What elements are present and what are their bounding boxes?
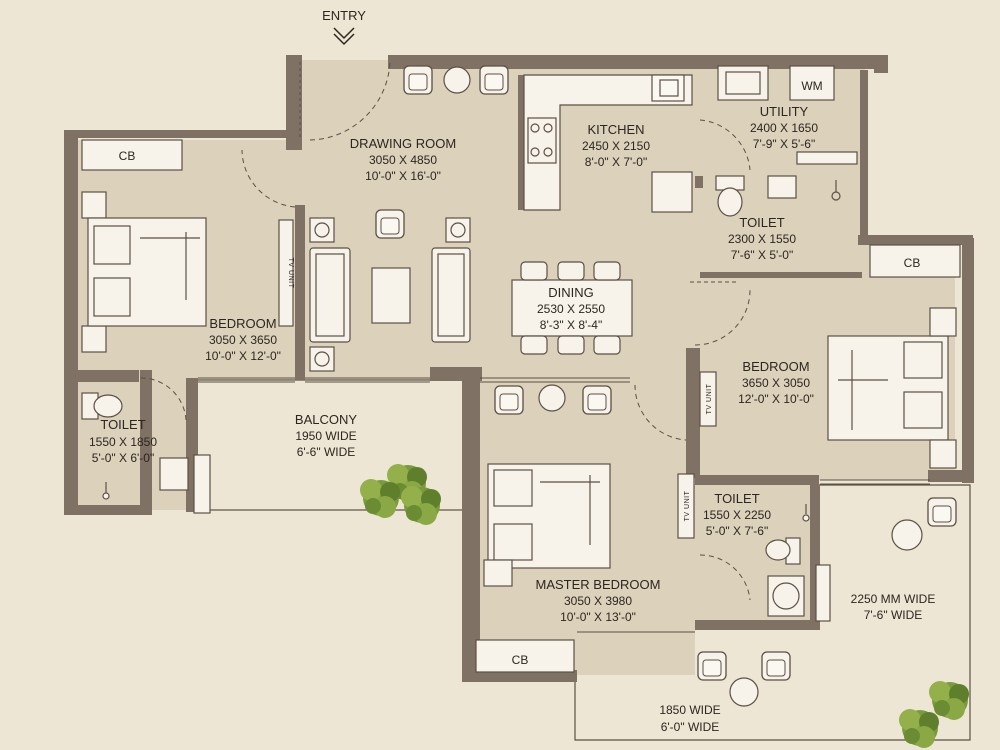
kitchen-name: KITCHEN xyxy=(587,122,644,137)
kitchen-dim-mm: 2450 X 2150 xyxy=(582,139,650,153)
toilet-upper-name: TOILET xyxy=(739,215,784,230)
balcony-right-dim-ft: 7'-6" WIDE xyxy=(864,608,923,622)
tv-unit-drawing: TV UNIT xyxy=(287,258,294,289)
master-bedroom-dim-mm: 3050 X 3980 xyxy=(564,594,632,608)
bedroom-left-dim-ft: 10'-0" X 12'-0" xyxy=(205,349,281,363)
bedroom-right-name: BEDROOM xyxy=(742,359,809,374)
kitchen-dim-ft: 8'-0" X 7'-0" xyxy=(585,155,647,169)
bedroom-right-dim-mm: 3650 X 3050 xyxy=(742,376,810,390)
window-lines xyxy=(198,62,930,633)
tv-unit-bedroom-right: TV UNIT xyxy=(706,383,713,414)
toilet-master-dim-mm: 1550 X 2250 xyxy=(703,508,771,522)
washing-machine-label: WM xyxy=(801,79,822,93)
master-bedroom-dim-ft: 10'-0" X 13'-0" xyxy=(560,610,636,624)
balcony-right-dim-mm: 2250 MM WIDE xyxy=(851,592,936,606)
utility-fixtures xyxy=(717,65,858,165)
toilet-master-dim-ft: 5'-0" X 7'-6" xyxy=(706,524,768,538)
balcony-bottom-dim-mm: 1850 WIDE xyxy=(659,703,720,717)
kitchen-counter xyxy=(523,74,693,213)
bedroom-left-name: BEDROOM xyxy=(209,316,276,331)
cb-label-right: CB xyxy=(904,256,921,270)
master-bedroom-furniture xyxy=(475,384,695,673)
door-swings xyxy=(139,61,751,601)
dining-name: DINING xyxy=(548,285,594,300)
drawing-room-dim-mm: 3050 X 4850 xyxy=(369,153,437,167)
toilet-left-name: TOILET xyxy=(100,417,145,432)
labels: ENTRY DRAWING ROOM 3050 X 4850 10'-0" X … xyxy=(89,8,935,734)
toilet-master-name: TOILET xyxy=(714,491,759,506)
toilet-left-dim-mm: 1550 X 1850 xyxy=(89,435,157,449)
plant-icon xyxy=(401,486,441,525)
balcony-furniture xyxy=(697,497,957,707)
plant-icon xyxy=(899,709,939,748)
dining-dim-mm: 2530 X 2550 xyxy=(537,302,605,316)
utility-dim-ft: 7'-9" X 5'-6" xyxy=(753,137,815,151)
master-bedroom-name: MASTER BEDROOM xyxy=(536,577,661,592)
balcony-left-dim-mm: 1950 WIDE xyxy=(295,429,356,443)
utility-name: UTILITY xyxy=(760,104,809,119)
drawing-room-furniture xyxy=(278,65,509,372)
balcony-left-name: BALCONY xyxy=(295,412,357,427)
bedroom-left-dim-mm: 3050 X 3650 xyxy=(209,333,277,347)
entry-label: ENTRY xyxy=(322,8,366,23)
cb-label-master: CB xyxy=(512,653,529,667)
toilet-upper-dim-mm: 2300 X 1550 xyxy=(728,232,796,246)
drawing-room-dim-ft: 10'-0" X 16'-0" xyxy=(365,169,441,183)
dining-dim-ft: 8'-3" X 8'-4" xyxy=(540,318,602,332)
tv-unit-master: TV UNIT xyxy=(684,490,691,521)
balcony-left-dim-ft: 6'-6" WIDE xyxy=(297,445,356,459)
walls xyxy=(64,55,974,682)
entry-arrow-icon xyxy=(333,27,355,46)
balcony-bottom-dim-ft: 6'-0" WIDE xyxy=(661,720,720,734)
upper-toilet-fixtures xyxy=(715,175,841,217)
toilet-master-fixtures xyxy=(765,504,831,622)
toilet-left-dim-ft: 5'-0" X 6'-0" xyxy=(92,451,154,465)
plant-icon xyxy=(360,479,400,518)
bedroom-left-furniture xyxy=(81,139,207,353)
bedroom-right-furniture xyxy=(699,244,961,469)
toilet-upper-dim-ft: 7'-6" X 5'-0" xyxy=(731,248,793,262)
bedroom-right-dim-ft: 12'-0" X 10'-0" xyxy=(738,392,814,406)
dining-furniture xyxy=(511,261,633,355)
utility-dim-mm: 2400 X 1650 xyxy=(750,121,818,135)
drawing-room-name: DRAWING ROOM xyxy=(350,136,456,151)
toilet-left-fixtures xyxy=(81,392,211,514)
cb-label-left: CB xyxy=(119,149,136,163)
